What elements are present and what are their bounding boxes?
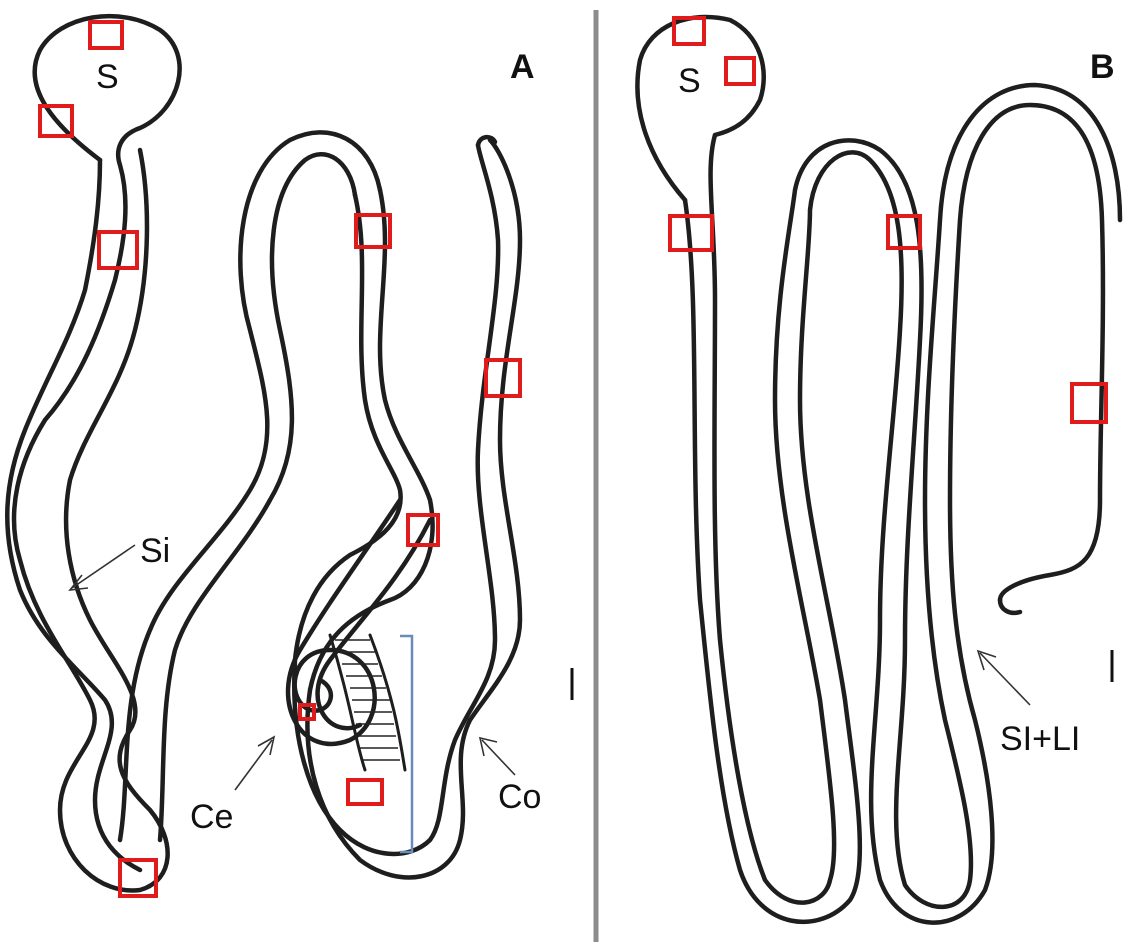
label-stomach-a: S xyxy=(96,58,119,96)
cecum-loop-inner-wall xyxy=(160,154,355,840)
panel-b-letter: B xyxy=(1090,48,1115,86)
cecum-spiral xyxy=(288,500,400,744)
arrow-cecum xyxy=(235,737,274,790)
stomach-small-intestine-outer-wall xyxy=(14,16,180,890)
arrow-small-intestine xyxy=(70,545,135,590)
label-cecum: Ce xyxy=(190,798,233,836)
panel-b: B S SI+LI xyxy=(637,17,1120,923)
label-stomach-b: S xyxy=(678,62,701,100)
panel-a-letter: A xyxy=(510,48,535,86)
cecum-loop-outer-wall xyxy=(120,132,380,840)
sample-box xyxy=(90,22,122,48)
intestine-b-end-cap xyxy=(1000,600,1020,613)
intestine-b-outer-wall xyxy=(685,105,1103,923)
panel-a: A S Si Ce Co xyxy=(7,16,572,896)
coiled-segment xyxy=(330,635,405,770)
arrow-colon xyxy=(480,738,515,775)
label-colon: Co xyxy=(498,778,541,816)
cecum-ascending-outer xyxy=(307,140,520,877)
sample-box xyxy=(726,58,754,84)
sample-box xyxy=(348,780,382,804)
arrow-intestine-b xyxy=(978,651,1030,705)
label-small-intestine: Si xyxy=(140,532,170,570)
label-intestine-b: SI+LI xyxy=(1000,720,1080,758)
intestine-b-inner-wall xyxy=(711,85,1120,907)
